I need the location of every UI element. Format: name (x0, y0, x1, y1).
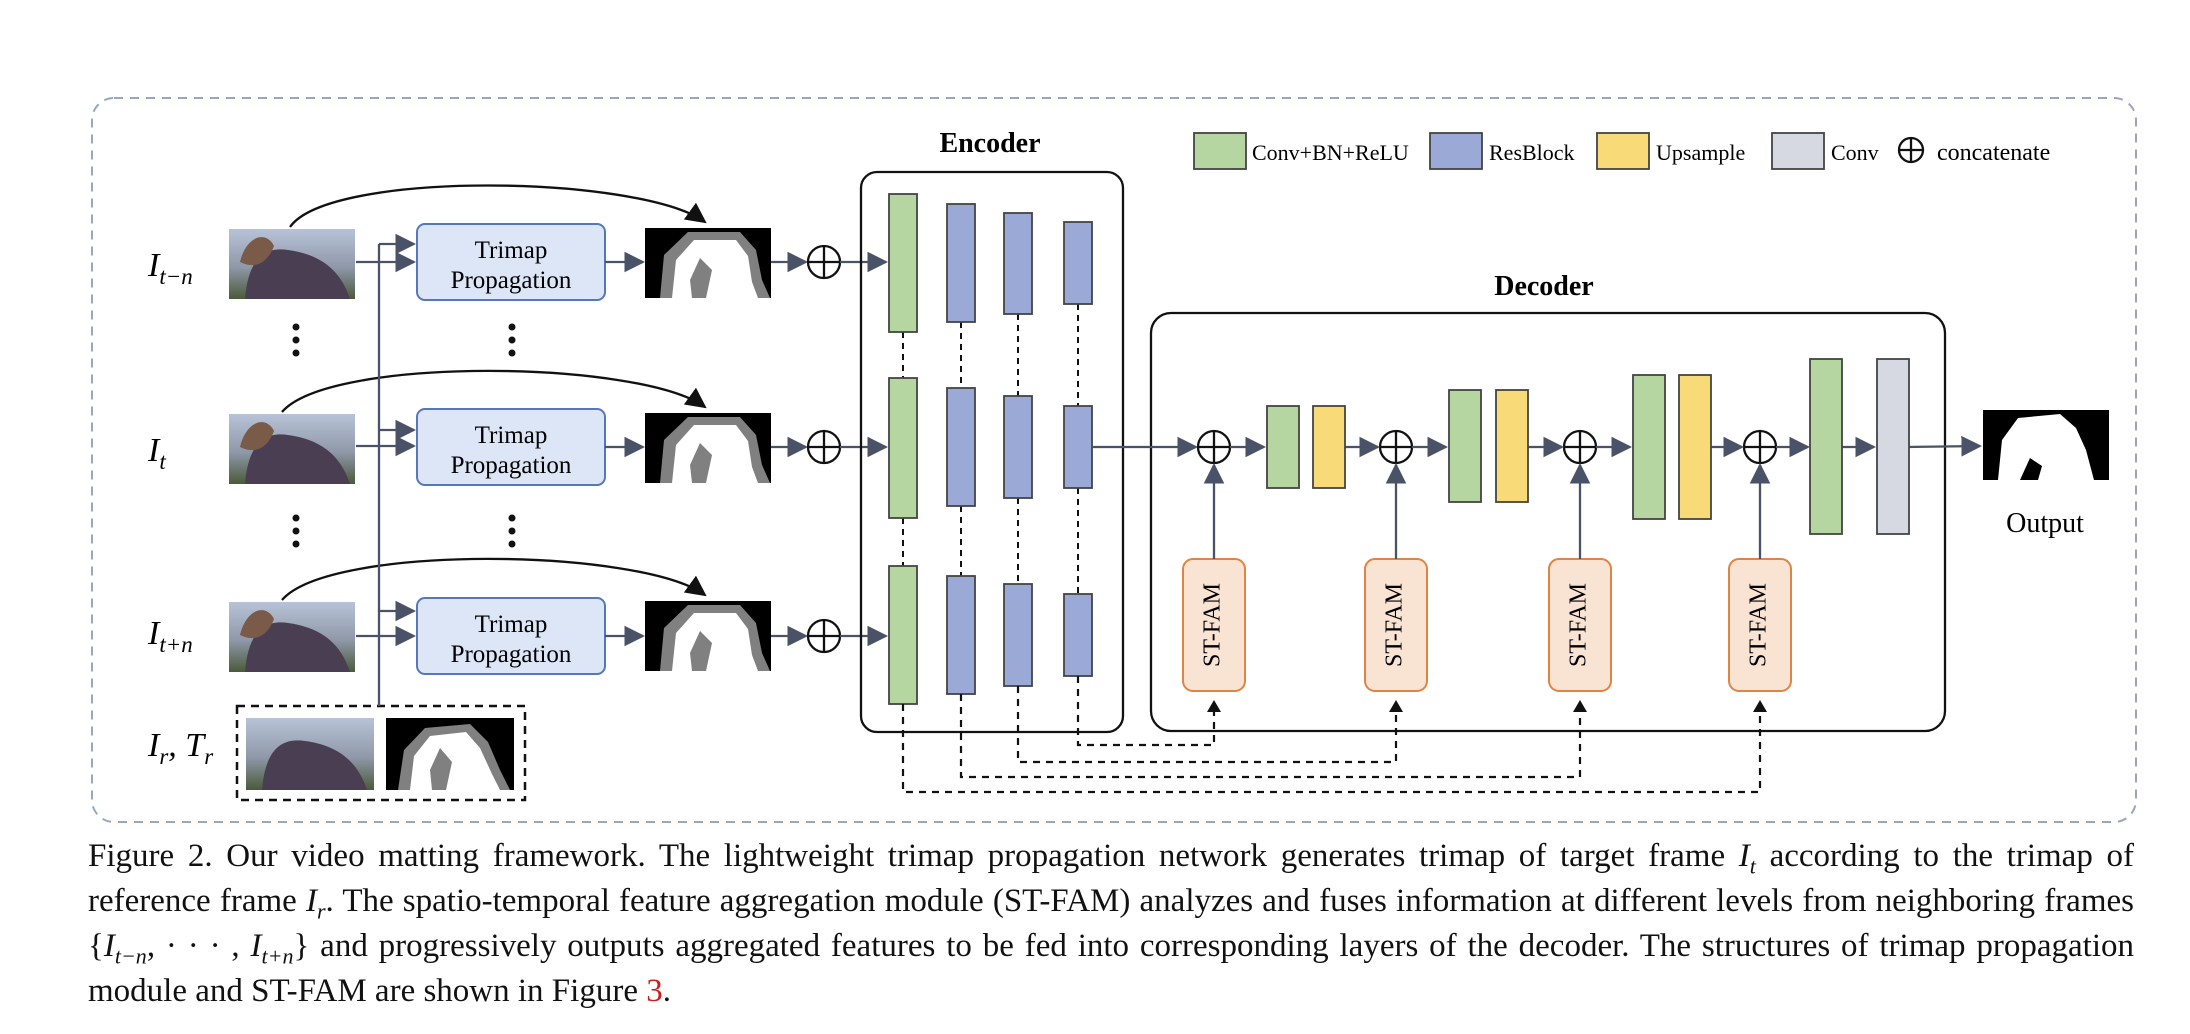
svg-text:ST-FAM: ST-FAM (1382, 583, 1408, 667)
decoder-final-conv-block (1876, 358, 1910, 535)
encoder-resblock (946, 203, 976, 323)
svg-text:Trimap: Trimap (475, 611, 548, 638)
skip-arrow-prev (289, 184, 707, 228)
legend-label: Conv (1831, 140, 1879, 165)
framework-diagram: It−n It It+n Ir, Tr (91, 97, 2137, 823)
svg-text:ST-FAM: ST-FAM (1200, 583, 1226, 667)
concat-icon (1742, 429, 1778, 465)
encoder-resblock (1003, 395, 1033, 499)
legend-label: Upsample (1656, 140, 1745, 165)
output-label: Output (2006, 508, 2084, 539)
legend-swatch-conv-bn-relu (1193, 132, 1247, 170)
trimap-image-cur (645, 413, 771, 483)
reference-frame-image (246, 718, 374, 790)
stfam-feed-arrowheads (1207, 700, 1767, 712)
encoder-level-links (902, 304, 1079, 594)
encoder-resblock (946, 387, 976, 507)
label-reference: Ir, Tr (147, 727, 214, 769)
stfam-module-1: ST-FAM (1182, 558, 1246, 692)
concat-icon (1196, 429, 1232, 465)
skip-arrow-next (281, 557, 707, 601)
concat-icon (806, 618, 842, 654)
svg-text:Propagation: Propagation (451, 267, 572, 294)
svg-text:Propagation: Propagation (451, 641, 572, 668)
decoder-conv-block (1809, 358, 1843, 535)
encoder-title: Encoder (939, 128, 1040, 159)
encoder-box (859, 170, 1125, 734)
legend-swatch-conv (1771, 132, 1825, 170)
decoder-to-output-arrow (1905, 435, 1983, 457)
ellipsis-dots (292, 323, 516, 548)
legend-label: ResBlock (1489, 140, 1575, 165)
encoder-resblock (1063, 221, 1093, 305)
decoder-title: Decoder (1494, 271, 1594, 302)
decoder-box (1149, 311, 1947, 733)
trimap-propagation-prev: Trimap Propagation (416, 223, 606, 301)
encoder-resblock (946, 575, 976, 695)
trimap-propagation-cur: Trimap Propagation (416, 408, 606, 486)
skip-arrow-cur (281, 369, 707, 413)
svg-text:Propagation: Propagation (451, 452, 572, 479)
outer-frame (91, 97, 2137, 823)
frame-image-next (229, 602, 355, 672)
legend: Conv+BN+ReLU ResBlock Upsample Conv conc… (1193, 132, 2050, 170)
concat-icon (806, 429, 842, 465)
decoder-upsample-block (1312, 405, 1346, 489)
stfam-module-3: ST-FAM (1548, 558, 1612, 692)
figure-caption: Figure 2. Our video matting framework. T… (88, 838, 2134, 1009)
figure-reference-link[interactable]: 3 (646, 973, 663, 1009)
encoder-resblock (1063, 593, 1093, 677)
encoder-to-stfam-feeds (901, 676, 1762, 794)
svg-text:ST-FAM: ST-FAM (1746, 583, 1772, 667)
frame-image-prev (229, 229, 355, 299)
decoder-upsample-block (1678, 374, 1712, 520)
trimap-image-next (645, 601, 771, 671)
encoder-conv-block (888, 377, 918, 519)
svg-text:Trimap: Trimap (475, 237, 548, 264)
trimap-image-prev (645, 228, 771, 298)
decoder-conv-block (1266, 405, 1300, 489)
concat-icon (806, 244, 842, 280)
encoder-conv-block (888, 193, 918, 333)
label-frame-next: It+n (147, 615, 193, 657)
encoder-resblock (1063, 405, 1093, 489)
legend-swatch-resblock (1429, 132, 1483, 170)
legend-concat-icon (1897, 136, 1925, 164)
output-alpha-image (1983, 410, 2109, 480)
encoder-conv-block (888, 565, 918, 705)
frame-image-cur (229, 414, 355, 484)
reference-box (235, 704, 527, 802)
legend-swatch-upsample (1596, 132, 1650, 170)
svg-text:ST-FAM: ST-FAM (1566, 583, 1592, 667)
trimap-propagation-next: Trimap Propagation (416, 597, 606, 675)
concat-icon (1378, 429, 1414, 465)
stfam-module-2: ST-FAM (1364, 558, 1428, 692)
stfam-module-4: ST-FAM (1728, 558, 1792, 692)
label-frame-prev: It−n (147, 247, 193, 289)
svg-text:Trimap: Trimap (475, 422, 548, 449)
legend-label: concatenate (1937, 140, 2050, 166)
decoder-conv-block (1632, 374, 1666, 520)
encoder-resblock (1003, 583, 1033, 687)
encoder-resblock (1003, 212, 1033, 315)
label-frame-cur: It (147, 432, 166, 474)
decoder-conv-block (1448, 389, 1482, 503)
concat-icon (1562, 429, 1598, 465)
decoder-upsample-block (1495, 389, 1529, 503)
legend-label: Conv+BN+ReLU (1252, 140, 1409, 165)
reference-trimap-image (386, 718, 514, 790)
